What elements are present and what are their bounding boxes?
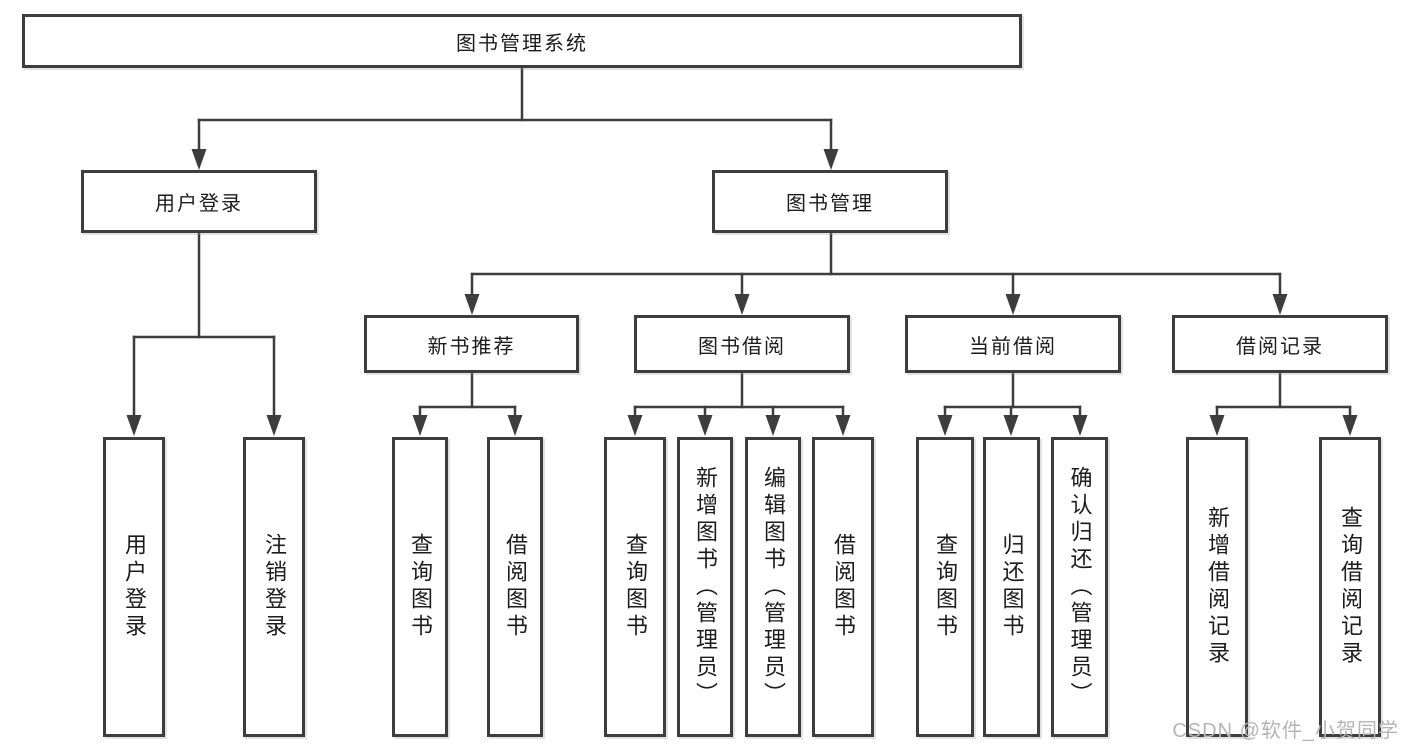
leaf-borrowing-add-books-admin-label: 新增图书（管理员）	[693, 465, 718, 709]
leaf-current-query-books-label: 查询图书	[933, 533, 958, 641]
node-borrow-records-label: 借阅记录	[1236, 335, 1324, 358]
leaf-records-query-borrow-record: 查询借阅记录	[1319, 437, 1381, 737]
leaf-current-confirm-return-admin-label: 确认归还（管理员）	[1067, 465, 1093, 709]
leaf-records-add-borrow-record-label: 新增借阅记录	[1205, 506, 1230, 668]
leaf-borrowing-borrow-books: 借阅图书	[812, 437, 874, 737]
leaf-current-return-books: 归还图书	[983, 437, 1040, 737]
leaf-borrowing-borrow-books-label: 借阅图书	[831, 533, 856, 641]
leaf-borrowing-query-books-label: 查询图书	[623, 533, 648, 641]
leaf-borrowing-add-books-admin: 新增图书（管理员）	[677, 437, 733, 737]
leaf-borrowing-edit-books-admin-label: 编辑图书（管理员）	[761, 465, 786, 709]
node-borrow-records: 借阅记录	[1172, 315, 1388, 373]
node-user-login: 用户登录	[81, 170, 317, 233]
csdn-watermark: CSDN @软件_小贺同学	[1172, 720, 1399, 742]
leaf-current-confirm-return-admin: 确认归还（管理员）	[1051, 437, 1108, 737]
node-book-management-label: 图书管理	[786, 193, 874, 215]
node-root-system-label: 图书管理系统	[456, 32, 588, 55]
leaf-current-return-books-label: 归还图书	[999, 533, 1025, 641]
node-book-borrowing-label: 图书借阅	[698, 335, 786, 358]
node-current-borrowing-label: 当前借阅	[969, 335, 1057, 358]
leaf-logout: 注销登录	[243, 437, 305, 737]
node-new-book-recommend: 新书推荐	[364, 315, 579, 373]
node-book-management: 图书管理	[712, 170, 948, 233]
leaf-recommend-borrow-books-label: 借阅图书	[503, 533, 528, 641]
node-current-borrowing: 当前借阅	[905, 315, 1121, 373]
node-user-login-label: 用户登录	[155, 193, 243, 215]
leaf-borrowing-query-books: 查询图书	[604, 437, 666, 737]
node-new-book-recommend-label: 新书推荐	[427, 335, 516, 358]
leaf-user-login-label: 用户登录	[122, 533, 147, 641]
leaf-logout-label: 注销登录	[262, 533, 287, 641]
leaf-user-login: 用户登录	[103, 437, 165, 737]
leaf-records-query-borrow-record-label: 查询借阅记录	[1338, 506, 1363, 668]
node-root-system: 图书管理系统	[22, 14, 1022, 68]
leaf-recommend-borrow-books: 借阅图书	[487, 437, 543, 737]
leaf-records-add-borrow-record: 新增借阅记录	[1186, 437, 1248, 737]
leaf-recommend-query-books-label: 查询图书	[408, 533, 433, 641]
node-book-borrowing: 图书借阅	[634, 315, 850, 373]
leaf-recommend-query-books: 查询图书	[392, 437, 448, 737]
leaf-current-query-books: 查询图书	[916, 437, 974, 737]
leaf-borrowing-edit-books-admin: 编辑图书（管理员）	[745, 437, 801, 737]
